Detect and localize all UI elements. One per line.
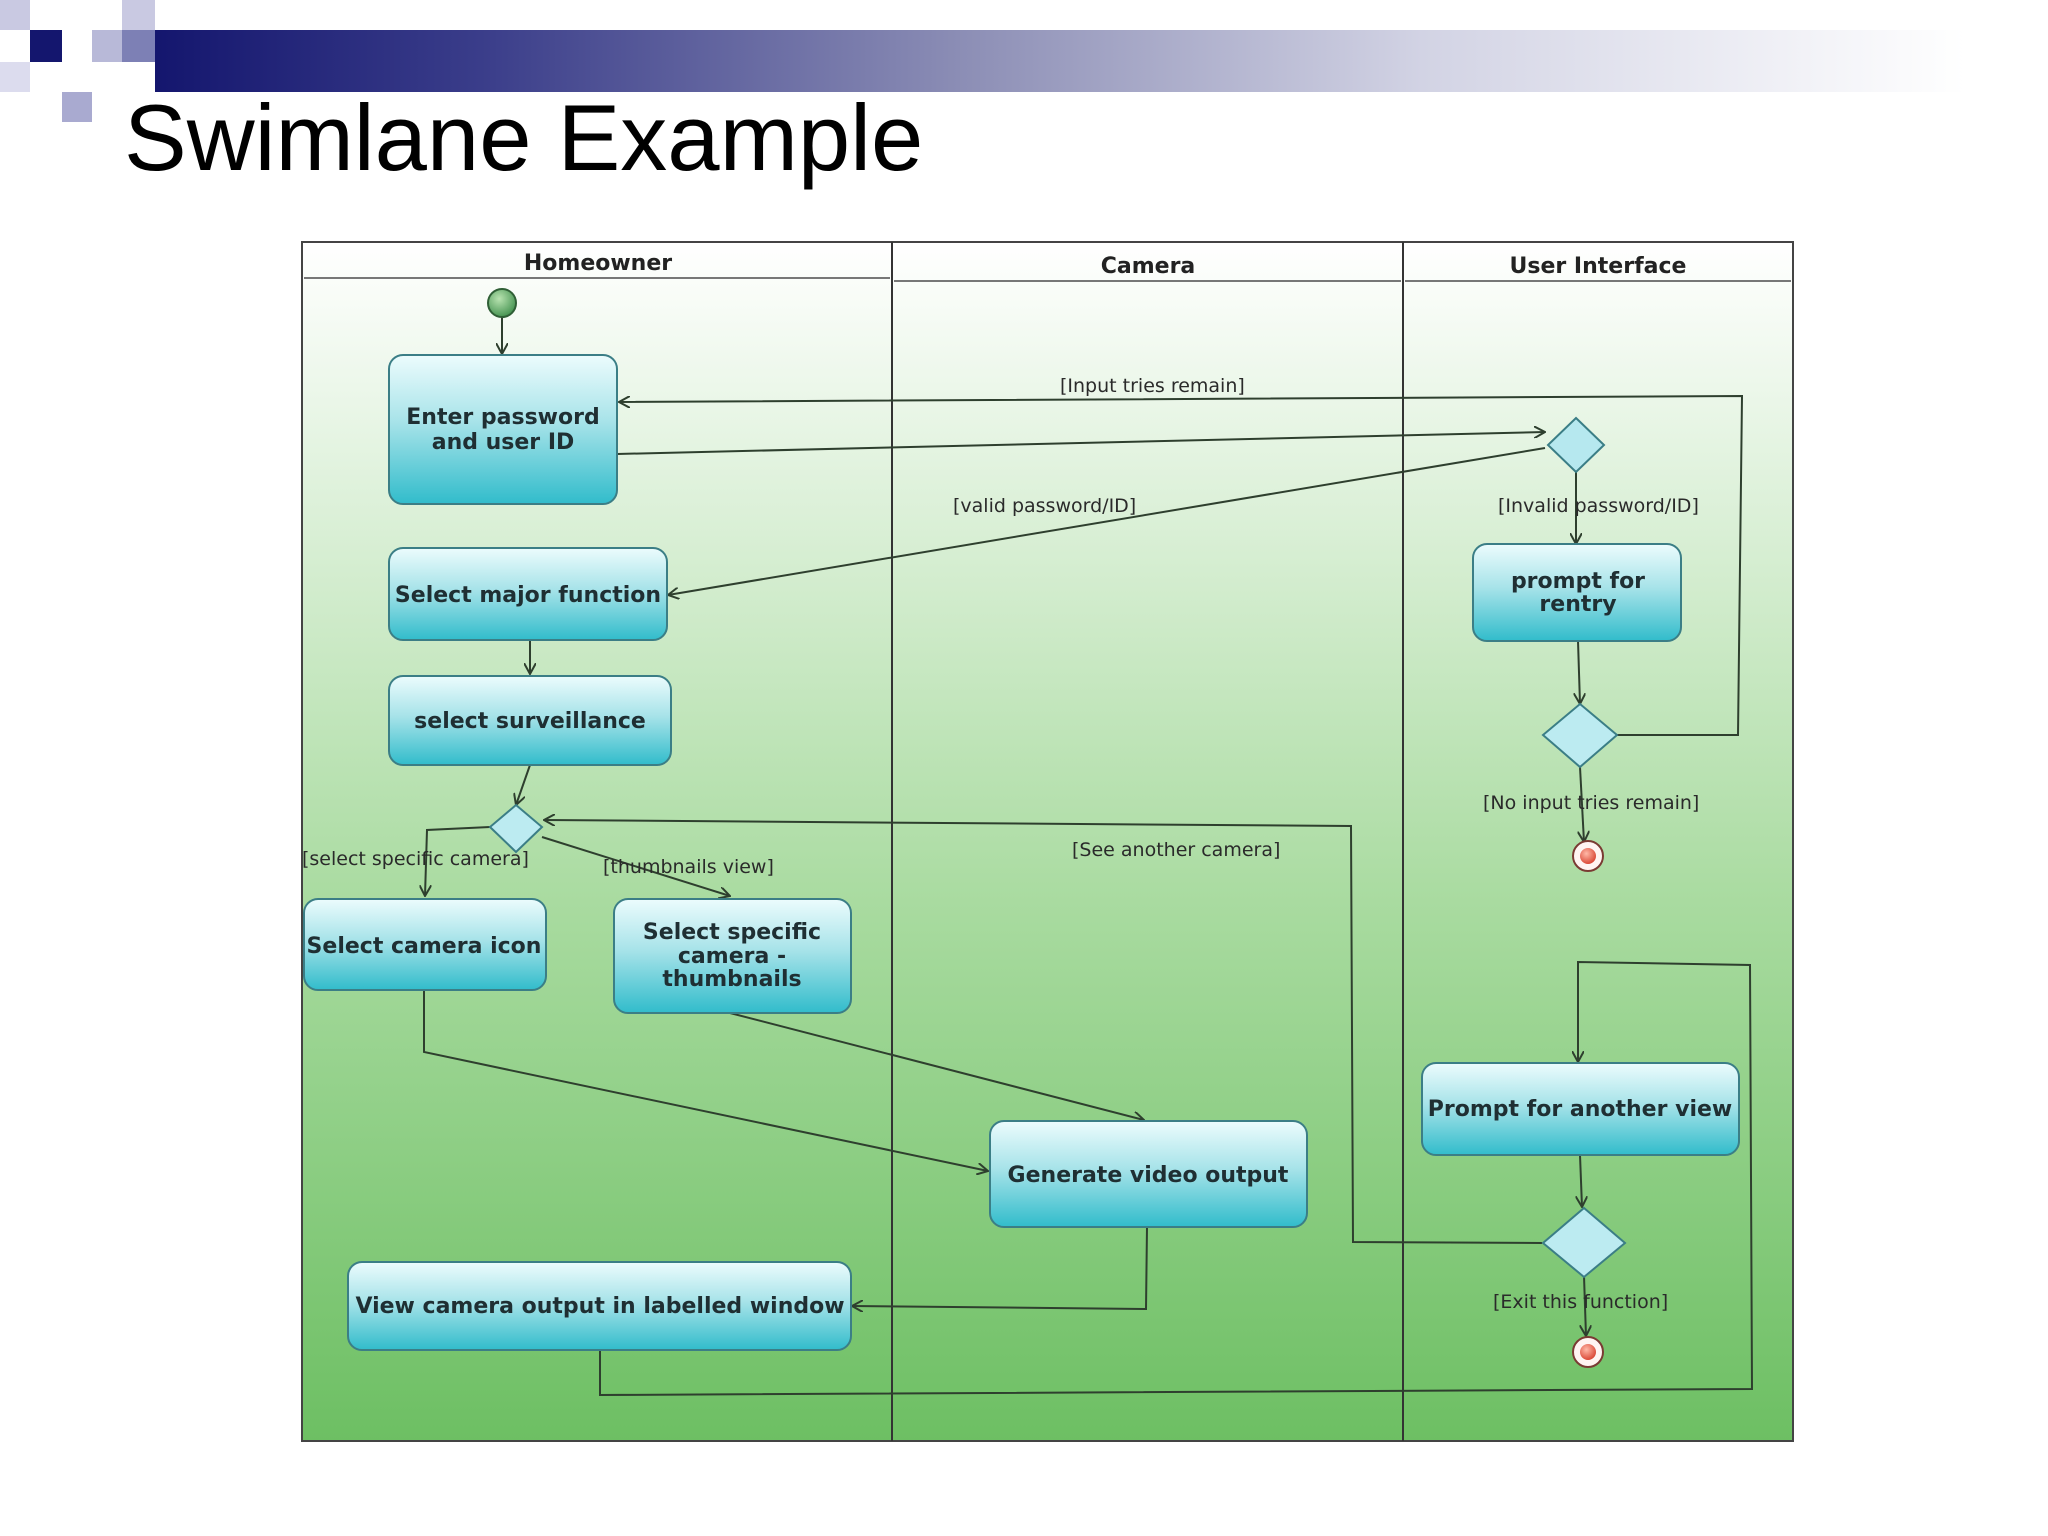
- flow-select-specific-camera: [425, 826, 491, 896]
- flow-see-another-camera: [544, 820, 1543, 1244]
- flow-no-input-tries: [1580, 766, 1584, 842]
- flow-view-to-prompt-another: [599, 960, 1754, 1397]
- decision-tries: [1541, 702, 1619, 769]
- svg-text:Enter password: Enter password: [406, 405, 599, 430]
- decision-view: [488, 803, 544, 854]
- guard-exit-function: [Exit this function]: [1493, 1291, 1668, 1313]
- node-generate-video-output: Generate video output: [989, 1120, 1308, 1228]
- decor-square-light: [0, 0, 30, 30]
- flow-valid-password: [668, 447, 1546, 595]
- svg-text:Prompt for another view: Prompt for another view: [1428, 1097, 1733, 1122]
- svg-text:Generate video output: Generate video output: [1008, 1163, 1289, 1188]
- flow-thumbnails-view: [541, 836, 730, 896]
- svg-text:select surveillance: select surveillance: [414, 709, 646, 734]
- svg-text:Select camera icon: Select camera icon: [307, 934, 542, 959]
- decision-another: [1541, 1206, 1627, 1279]
- flow-video-to-view: [852, 1226, 1148, 1309]
- flow-exit-function: [1584, 1275, 1586, 1336]
- svg-text:Select specific: Select specific: [643, 920, 821, 945]
- svg-text:prompt for: prompt for: [1511, 569, 1645, 594]
- decor-square-light: [92, 30, 122, 62]
- guard-input-tries-remain: [Input tries remain]: [1060, 375, 1245, 397]
- final-node: [1572, 1336, 1604, 1368]
- flow-thumbnails-to-video: [729, 1012, 1144, 1120]
- title-gradient-bar: [155, 30, 1965, 92]
- flow-surveillance-to-decision: [516, 764, 531, 805]
- flow-enter-to-decision: [616, 432, 1545, 455]
- guard-no-input-tries: [No input tries remain]: [1483, 792, 1699, 814]
- node-select-major-function: Select major function: [388, 547, 668, 641]
- decor-square-mid: [62, 92, 92, 122]
- node-select-specific-thumbnails: Select specific camera - thumbnails: [613, 898, 852, 1014]
- guard-select-specific-camera: [select specific camera]: [302, 848, 529, 870]
- guard-thumbnails-view: [thumbnails view]: [603, 856, 774, 878]
- final-node: [1572, 840, 1604, 872]
- flow-prompt-to-decision: [1578, 640, 1580, 704]
- lane-title-camera: Camera: [1101, 254, 1196, 279]
- node-prompt-another-view: Prompt for another view: [1421, 1062, 1740, 1156]
- flow-camera-icon-to-video: [423, 990, 988, 1171]
- lane-title-homeowner: Homeowner: [524, 251, 672, 276]
- svg-text:camera -: camera -: [678, 944, 786, 969]
- slide-title: Swimlane Example: [124, 85, 924, 190]
- decor-square-light: [122, 0, 155, 30]
- node-prompt-reentry: prompt for rentry: [1472, 543, 1682, 642]
- guard-valid-password: [valid password/ID]: [953, 495, 1136, 517]
- flow-prompt-another-to-decision: [1580, 1154, 1582, 1207]
- decor-square-mid: [122, 30, 155, 62]
- node-select-camera-icon: Select camera icon: [303, 898, 547, 991]
- guard-see-another-camera: [See another camera]: [1072, 839, 1280, 861]
- guard-invalid-password: [Invalid password/ID]: [1498, 495, 1699, 517]
- decision-password: [1546, 416, 1606, 474]
- svg-text:rentry: rentry: [1539, 592, 1616, 617]
- node-select-surveillance: select surveillance: [388, 675, 672, 766]
- svg-text:Select major function: Select major function: [395, 583, 661, 608]
- node-enter-password: Enter password and user ID: [388, 354, 618, 505]
- lane-title-user-interface: User Interface: [1510, 254, 1687, 279]
- initial-node: [487, 288, 517, 318]
- decor-square-light: [0, 62, 30, 92]
- svg-text:and user ID: and user ID: [432, 430, 575, 455]
- flow-input-tries-remain: [619, 394, 1744, 736]
- svg-text:View camera output in labelled: View camera output in labelled window: [355, 1294, 844, 1319]
- svg-text:thumbnails: thumbnails: [662, 967, 801, 992]
- node-view-camera-output: View camera output in labelled window: [347, 1261, 852, 1351]
- flows: [423, 317, 1754, 1397]
- decor-square-dark: [30, 30, 62, 62]
